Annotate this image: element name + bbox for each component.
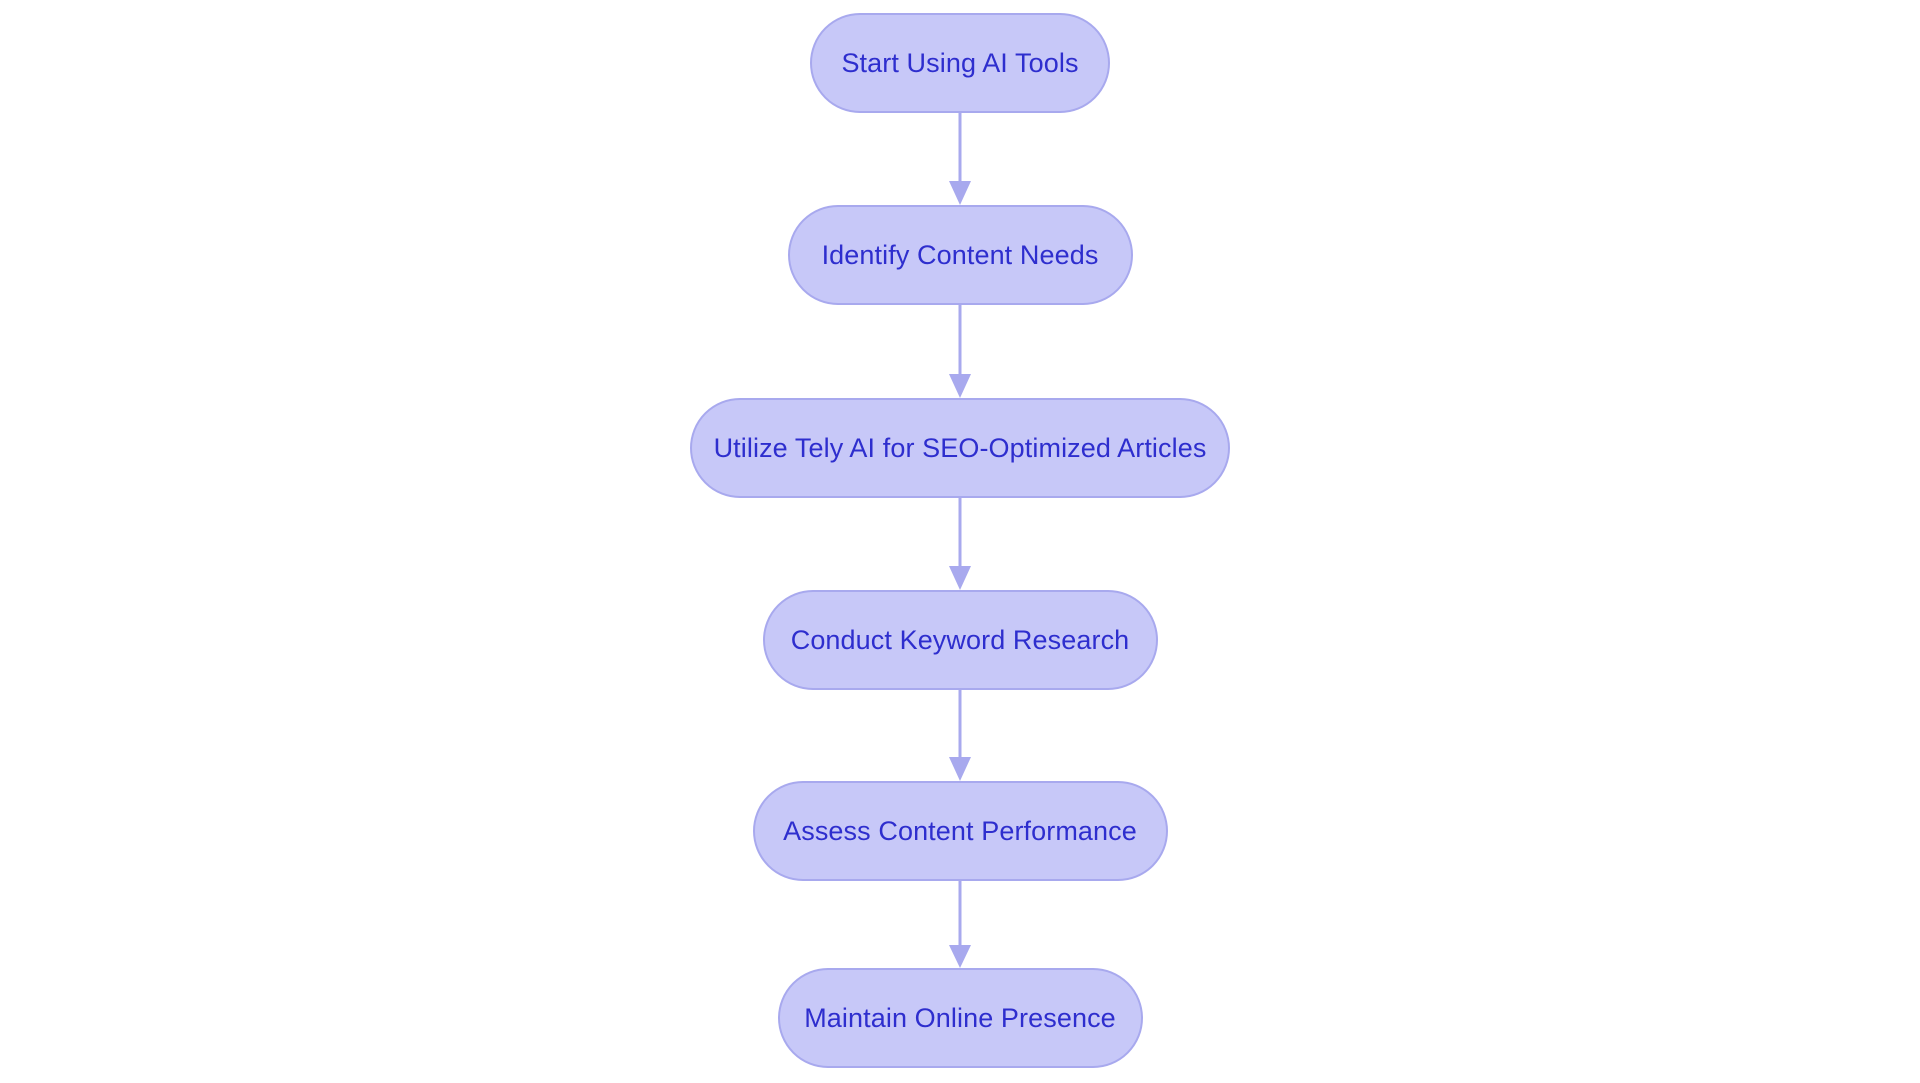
flow-node-start-using-ai-tools[interactable]: Start Using AI Tools [810, 13, 1110, 113]
flow-node-label: Conduct Keyword Research [790, 624, 1130, 655]
flow-node-utilize-tely-ai-for-seo-optimized-articles[interactable]: Utilize Tely AI for SEO-Optimized Articl… [690, 398, 1230, 498]
flow-node-label: Assess Content Performance [783, 815, 1137, 846]
flow-edge-n4-n5 [940, 881, 980, 968]
flow-node-maintain-online-presence[interactable]: Maintain Online Presence [777, 968, 1143, 1068]
flow-node-conduct-keyword-research[interactable]: Conduct Keyword Research [762, 590, 1158, 690]
flow-node-label: Identify Content Needs [821, 239, 1099, 270]
flow-node-assess-content-performance[interactable]: Assess Content Performance [752, 781, 1168, 881]
flow-node-label: Maintain Online Presence [804, 1002, 1116, 1033]
flow-edge-n0-n1 [940, 113, 980, 205]
flow-edge-n3-n4 [940, 690, 980, 781]
flow-edge-n2-n3 [940, 498, 980, 590]
flow-node-label: Start Using AI Tools [841, 47, 1079, 78]
flow-node-label: Utilize Tely AI for SEO-Optimized Articl… [713, 432, 1207, 463]
flow-edge-n1-n2 [940, 305, 980, 398]
flow-node-identify-content-needs[interactable]: Identify Content Needs [787, 205, 1133, 305]
